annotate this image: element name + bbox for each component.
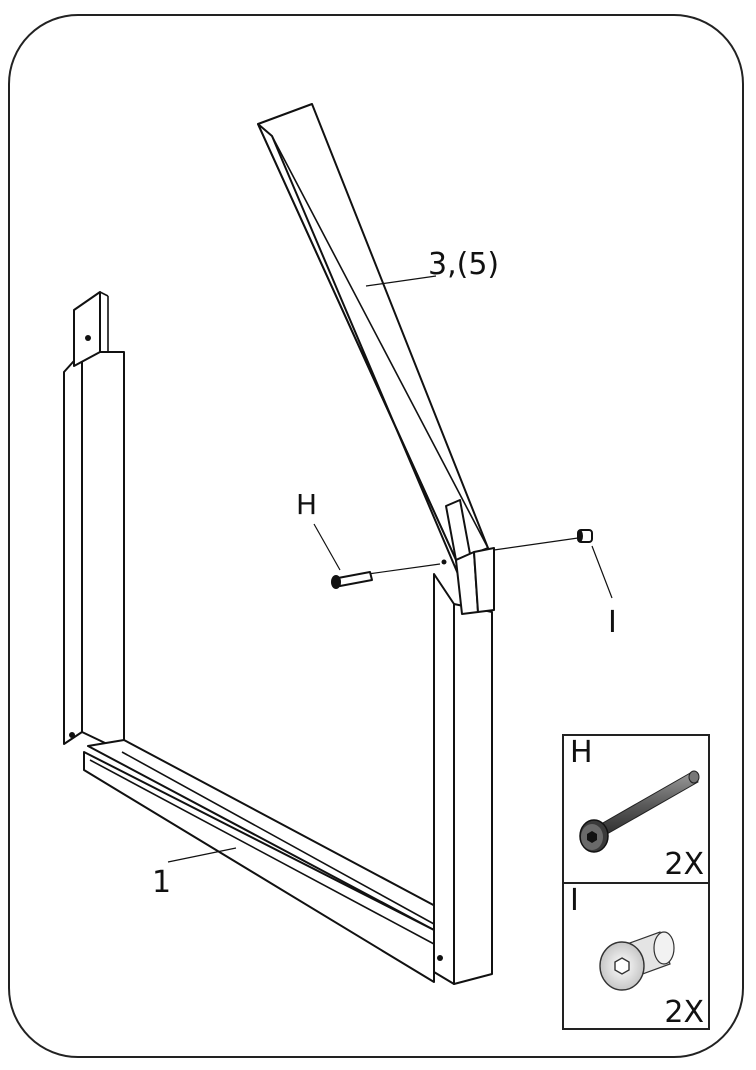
label-hardware-i: I [608,605,617,640]
legend-letter-h: H [570,735,593,770]
legend-cell-i: I 2X [564,884,708,1030]
label-hardware-h: H [296,488,317,521]
leg-side-face [257,123,459,575]
left-tenon-hole [85,335,91,341]
left-post-side [63,351,83,745]
leg-top-face [257,103,489,561]
right-post-side [433,573,455,985]
label-part-1: 1 [152,865,171,900]
nut-i-in-scene [493,529,593,551]
leader-part-3-5 [365,275,437,287]
bolt-h-in-scene [331,563,441,589]
leg-foot-block-b [473,547,495,613]
angled-leg-part-3-5 [257,103,495,615]
bottom-rail-front [83,751,435,983]
bolt-head [331,575,341,589]
leader-hardware-i [591,545,613,599]
barrel-nut-icon [599,931,675,991]
bolt-shaft [337,571,373,587]
legend-qty-i: 2X [664,995,704,1030]
legend-qty-h: 2X [664,847,704,882]
right-post-front [453,603,493,985]
left-post-hole [69,732,75,738]
legend-cell-h: H 2X [564,736,708,884]
u-frame-part-1 [63,291,493,985]
leader-hardware-h [313,523,341,571]
leader-part-1 [167,847,237,863]
hardware-legend: H 2X I 2X [562,734,710,1030]
left-post-front [81,351,125,753]
leg-hole [441,559,447,565]
left-tenon [73,291,101,367]
label-part-3-5: 3,(5) [428,247,499,282]
bolt-icon [579,770,700,853]
legend-letter-i: I [570,883,579,918]
right-post-hole [437,955,443,961]
